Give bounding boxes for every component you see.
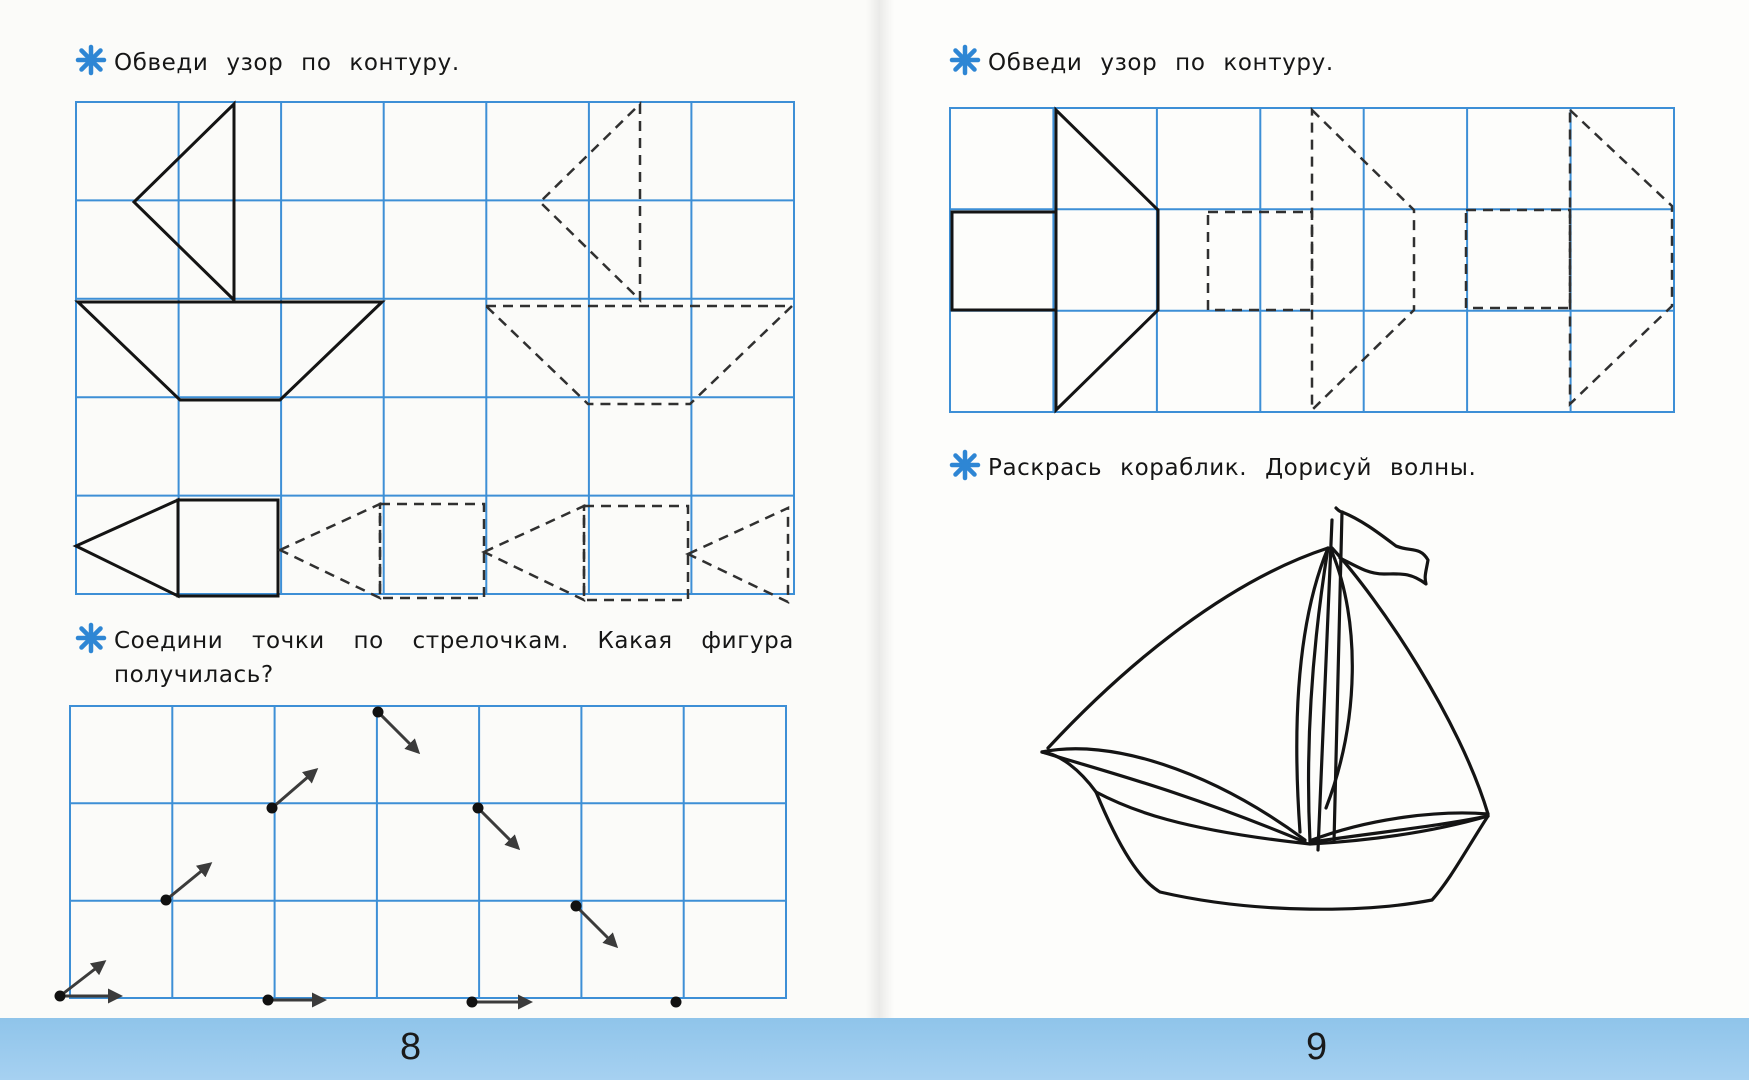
snowflake-asterisk-icon (75, 44, 107, 76)
snowflake-asterisk-icon (949, 449, 981, 481)
left-task2-heading: Соедини точки по стрелочкам. Какая фигур… (74, 622, 794, 692)
left-task1-heading: Обведи узор по контуру. (74, 44, 460, 80)
right-page (880, 0, 1749, 1020)
left-page-number: 8 (400, 1026, 422, 1068)
snowflake-asterisk-icon (949, 44, 981, 76)
page-gutter (866, 0, 894, 1020)
right-task1-instruction: Обведи узор по контуру. (988, 50, 1334, 76)
sailboat-illustration (1040, 506, 1490, 911)
boat-outline-dashed (482, 101, 796, 406)
arrow-pattern-dashed (277, 502, 790, 604)
boat-outline-solid (74, 100, 386, 402)
connect-dots-points (54, 706, 682, 1008)
right-task2-heading: Раскрась кораблик. Дорисуй волны. (948, 449, 1477, 485)
house-pattern-solid (950, 106, 1160, 414)
house-pattern-dashed (1206, 107, 1674, 413)
footer-band (0, 1018, 1749, 1080)
left-task1-instruction: Обведи узор по контуру. (114, 50, 460, 76)
right-task1-heading: Обведи узор по контуру. (948, 44, 1334, 80)
arrow-pattern-solid (72, 497, 280, 599)
right-page-number: 9 (1306, 1026, 1328, 1068)
left-task2-instruction: Соедини точки по стрелочкам. Какая фигур… (114, 628, 794, 688)
trace-pattern-grid-left (75, 101, 795, 595)
left-page (0, 0, 880, 1020)
snowflake-asterisk-icon (75, 622, 107, 654)
right-task2-instruction: Раскрась кораблик. Дорисуй волны. (988, 455, 1477, 481)
connect-dots-grid (69, 705, 787, 999)
connect-dots-arrows (59, 710, 619, 1010)
